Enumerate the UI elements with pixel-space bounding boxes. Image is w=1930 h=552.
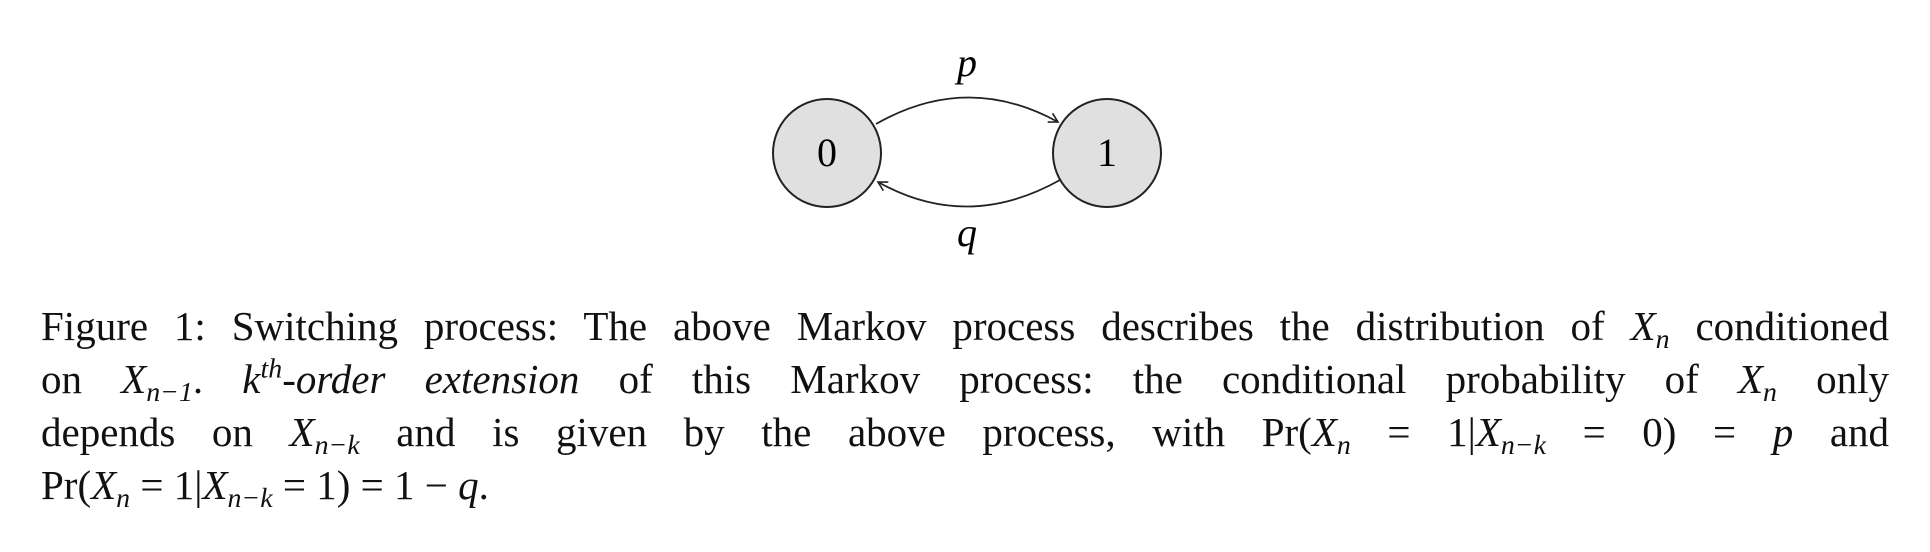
figure-caption: Figure 1: Switching process: The above M… bbox=[41, 300, 1889, 512]
caption-line-3: depends on Xn−k and is given by the abov… bbox=[41, 409, 1890, 461]
order-extension-term: -order extension bbox=[282, 356, 580, 402]
math-q: q bbox=[458, 462, 479, 508]
math-x-n-k: Xn−k bbox=[202, 462, 273, 514]
math-x-n-k: Xn−k bbox=[1475, 409, 1546, 461]
figure-label: Figure 1: bbox=[41, 303, 206, 349]
math-x-n-k: Xn−k bbox=[289, 409, 360, 461]
transition-label-q: q bbox=[957, 210, 977, 255]
math-x-n: Xn bbox=[1311, 409, 1351, 461]
state-node-0: 0 bbox=[772, 98, 882, 208]
transition-arrow-1-to-0 bbox=[876, 179, 1061, 208]
caption-line-2: on Xn−1. kth-order extension of this Mar… bbox=[41, 353, 1890, 408]
math-x-n: Xn bbox=[1630, 303, 1670, 355]
transition-label-p: p bbox=[954, 40, 977, 85]
math-x-n: Xn bbox=[91, 462, 131, 514]
math-p: p bbox=[1772, 409, 1794, 455]
math-x-n: Xn bbox=[1737, 356, 1777, 408]
transition-arrow-0-to-1 bbox=[875, 96, 1060, 125]
state-label-1: 1 bbox=[1097, 130, 1117, 175]
state-node-1: 1 bbox=[1052, 98, 1162, 208]
math-k-th: kth bbox=[242, 353, 283, 402]
math-x-n-1: Xn−1 bbox=[121, 356, 193, 408]
state-label-0: 0 bbox=[817, 130, 837, 175]
markov-diagram: 0 1 p q bbox=[772, 40, 1162, 255]
caption-line-4: Pr(Xn = 1|Xn−k = 1) = 1 − q. bbox=[41, 462, 489, 514]
caption-line-1: Figure 1: Switching process: The above M… bbox=[41, 303, 1890, 355]
